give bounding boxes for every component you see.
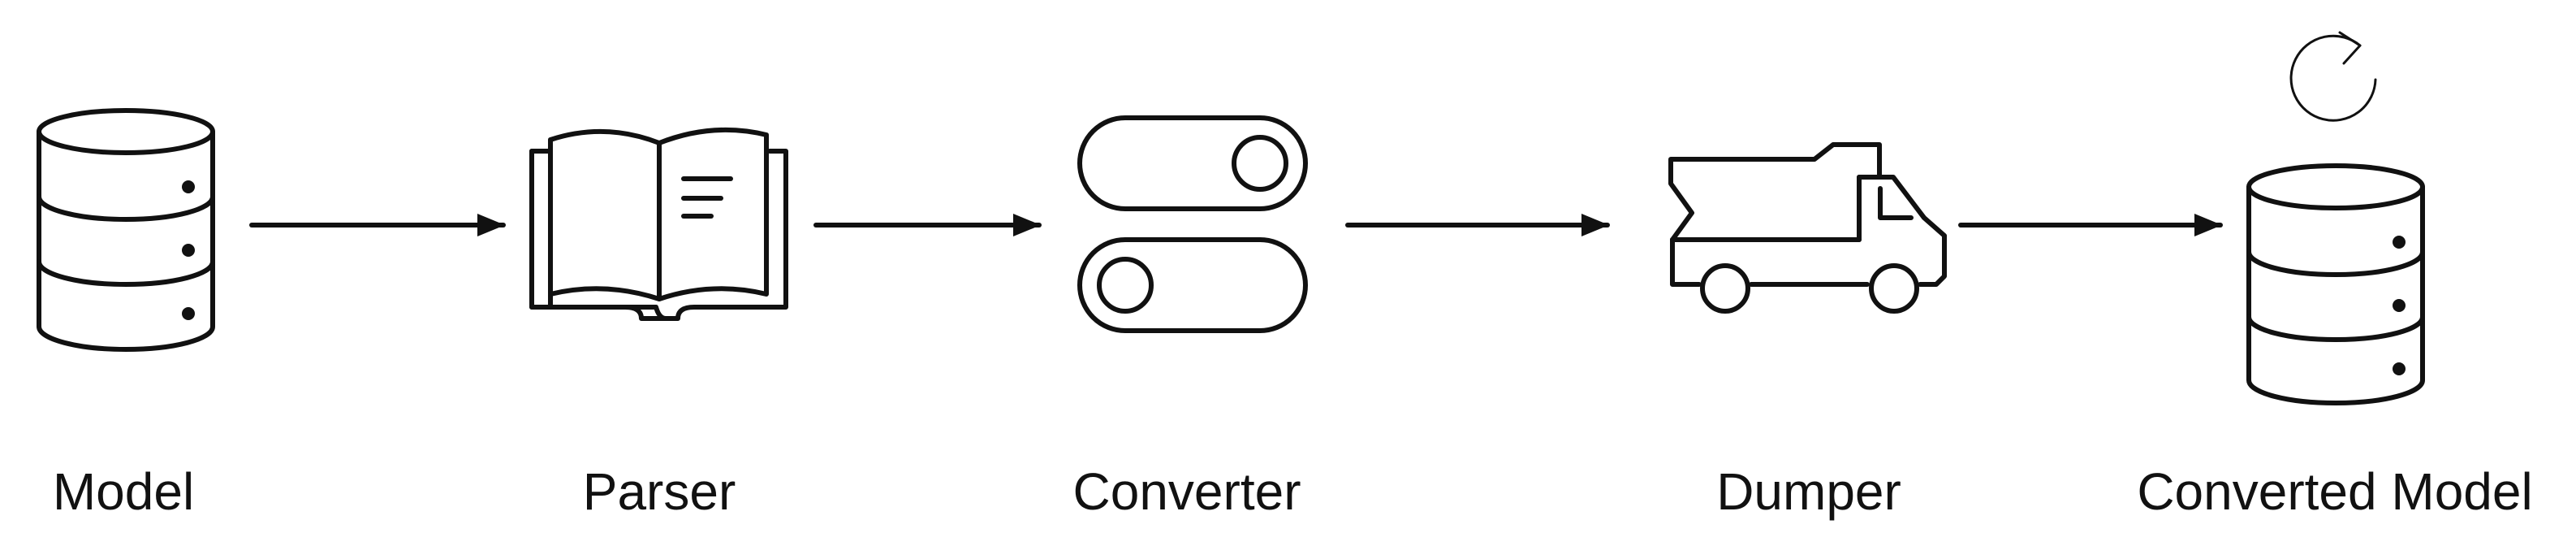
refresh-icon: [2289, 31, 2377, 122]
stage-label-dumper: Dumper: [1716, 462, 1901, 521]
stage-label-parser: Parser: [582, 462, 736, 521]
stage-label-converter: Converter: [1072, 462, 1301, 521]
database-icon: [2246, 163, 2425, 405]
open-book-icon: [529, 127, 788, 321]
stage-label-model: Model: [52, 462, 195, 521]
stage-label-converted-model: Converted Model: [2137, 462, 2533, 521]
toggle-switches-icon: [1077, 115, 1308, 333]
database-icon: [37, 108, 215, 352]
dump-truck-icon: [1668, 142, 1947, 314]
